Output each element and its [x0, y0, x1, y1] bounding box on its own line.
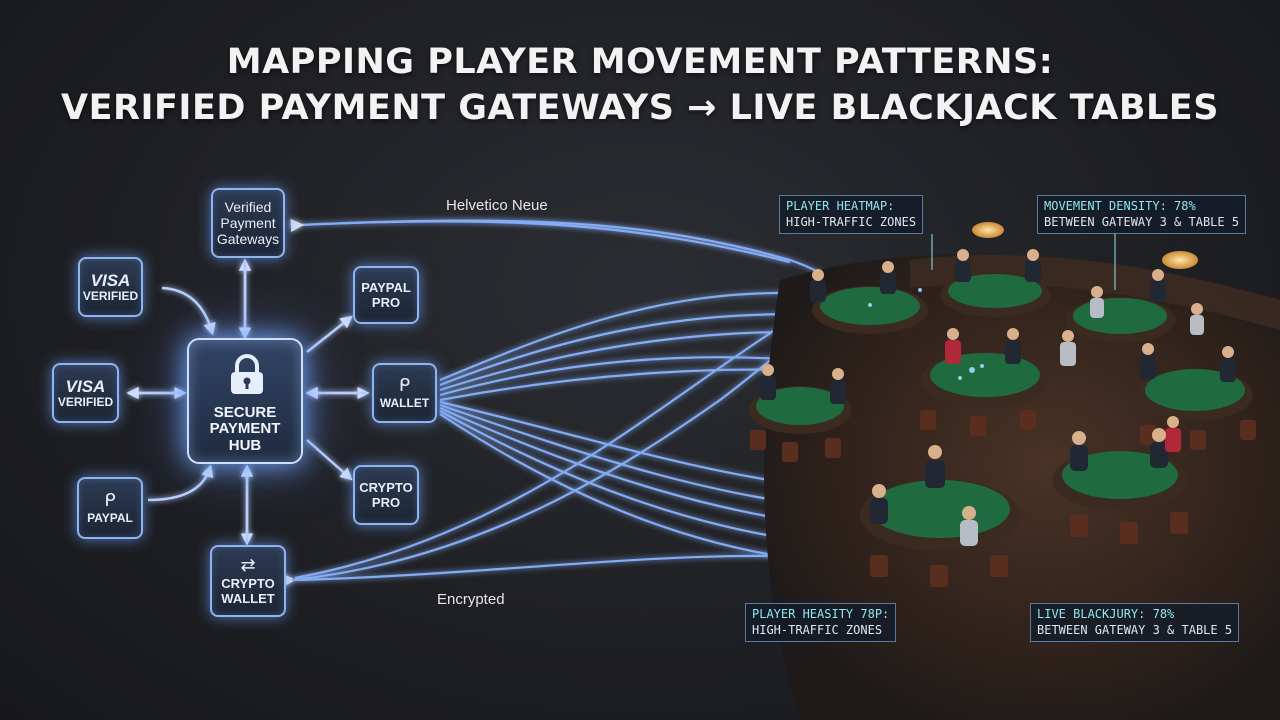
- font-note-label: Helvetico Neue: [446, 197, 548, 214]
- wallet-node[interactable]: ᑭ WALLET: [372, 363, 437, 423]
- paypal-wallet-icon: ᑭ: [398, 375, 411, 395]
- crypto-wallet-line1: CRYPTO: [221, 576, 275, 591]
- paypal-icon: ᑭ: [104, 490, 116, 510]
- table-5: [921, 352, 1049, 408]
- table-3: [1065, 297, 1175, 343]
- callout-bottom-left-body: HIGH-TRAFFIC ZONES: [752, 622, 883, 637]
- encrypted-label: Encrypted: [437, 591, 505, 608]
- callout-bottom-left-heading: PLAYER HEASITY 78P:: [752, 607, 890, 621]
- crypto-icon: ⇄: [240, 555, 256, 575]
- visa-sub-1: VERIFIED: [82, 288, 139, 303]
- secure-payment-hub[interactable]: SECURE PAYMENT HUB: [187, 338, 303, 464]
- callout-live-blackjury: LIVE BLACKJURY: 78% BETWEEN GATEWAY 3 & …: [1030, 603, 1240, 643]
- crypto-pro-line1: CRYPTO: [359, 480, 413, 495]
- visa-verified-node-2[interactable]: VISA VERIFIED: [52, 363, 119, 423]
- callout-top-left-body: HIGH-TRAFFIC ZONES: [786, 214, 917, 229]
- hub-connectors: [126, 258, 370, 546]
- verified-gateways-line1: Verified: [224, 198, 272, 215]
- table-2: [940, 273, 1050, 317]
- crypto-wallet-node[interactable]: ⇄ CRYPTO WALLET: [210, 545, 286, 617]
- callout-pointers: [931, 232, 1116, 290]
- callout-bottom-right-heading: LIVE BLACKJURY: 78%: [1037, 607, 1175, 621]
- callout-player-heatmap: PLAYER HEATMAP: HIGH-TRAFFIC ZONES: [779, 195, 924, 235]
- hub-line1: SECURE: [213, 403, 277, 421]
- pendant-lamps: [972, 180, 1198, 269]
- paypal-pro-line1: PAYPAL: [361, 280, 411, 295]
- callout-top-right-heading: MOVEMENT DENSITY: 78%: [1044, 199, 1196, 213]
- table-1: [812, 286, 928, 334]
- callout-top-right-body: BETWEEN GATEWAY 3 & TABLE 5: [1044, 214, 1240, 229]
- callout-top-left-heading: PLAYER HEATMAP:: [786, 199, 895, 213]
- paypal-node[interactable]: ᑭ PAYPAL: [77, 477, 143, 539]
- paypal-pro-line2: PRO: [371, 295, 401, 310]
- paypal-label: PAYPAL: [87, 511, 133, 525]
- callout-bottom-right-body: BETWEEN GATEWAY 3 & TABLE 5: [1037, 622, 1233, 637]
- visa-brand-1: VISA: [90, 270, 131, 290]
- visa-brand-2: VISA: [65, 376, 106, 396]
- title-line-1: MAPPING PLAYER MOVEMENT PATTERNS:: [226, 42, 1054, 82]
- callout-movement-density: MOVEMENT DENSITY: 78% BETWEEN GATEWAY 3 …: [1037, 195, 1247, 235]
- lock-icon: [231, 354, 263, 394]
- players: [760, 249, 1236, 546]
- crypto-wallet-line2: WALLET: [221, 591, 275, 606]
- paypal-pro-node[interactable]: PAYPAL PRO: [353, 266, 419, 324]
- verified-gateways-line3: Gateways: [216, 231, 280, 248]
- crypto-pro-node[interactable]: CRYPTO PRO: [353, 465, 419, 525]
- heat-markers: [868, 288, 984, 380]
- title-line-2: VERIFIED PAYMENT GATEWAYS → LIVE BLACKJA…: [61, 88, 1219, 128]
- crypto-pro-line2: PRO: [371, 495, 401, 510]
- chairs: [750, 410, 1256, 587]
- visa-verified-node-1[interactable]: VISA VERIFIED: [78, 257, 143, 317]
- callout-player-heasity: PLAYER HEASITY 78P: HIGH-TRAFFIC ZONES: [745, 603, 897, 643]
- verified-gateways-node[interactable]: Verified Payment Gateways: [211, 188, 285, 258]
- verified-gateways-line2: Payment: [220, 214, 276, 231]
- wallet-label: WALLET: [379, 396, 430, 410]
- visa-sub-2: VERIFIED: [57, 394, 114, 409]
- hub-line3: HUB: [228, 436, 262, 454]
- hub-line2: PAYMENT: [209, 420, 281, 437]
